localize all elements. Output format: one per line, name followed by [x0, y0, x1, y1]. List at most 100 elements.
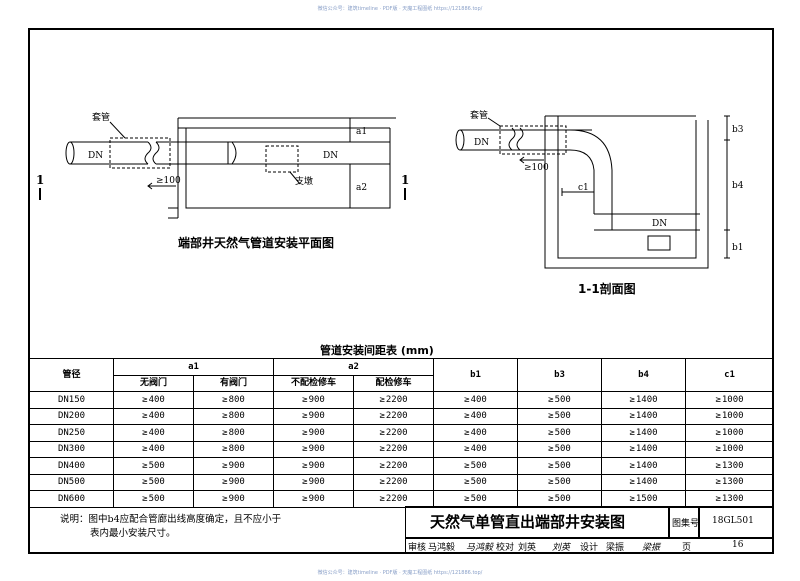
cell-value: 900: [273, 457, 354, 475]
plan-pipe-end: [65, 141, 75, 165]
table-title: 管道安装间距表 (mm): [320, 344, 434, 357]
notes-line2: 表内最小安装尺寸。: [90, 528, 176, 539]
header-a1: a1: [113, 358, 274, 376]
atlas-no-cell: [699, 506, 773, 538]
section-caption: 1-1剖面图: [578, 282, 636, 296]
header-a2-nocart: 不配检修车: [273, 374, 354, 392]
cell-value: 2200: [353, 391, 434, 409]
plan-dim-100-label: ≥100: [156, 176, 181, 186]
header-b1: b1: [433, 358, 518, 392]
cell-value: 1000: [685, 407, 774, 425]
cell-value: 400: [433, 440, 518, 458]
plan-leader-sleeve: [109, 121, 126, 139]
section-sleeve-label: 套管: [470, 109, 488, 121]
cell-value: 900: [193, 473, 274, 491]
cell-value: 900: [193, 457, 274, 475]
cell-pipe-size: DN400: [29, 457, 114, 475]
cell-value: 1000: [685, 440, 774, 458]
cell-pipe-size: DN200: [29, 407, 114, 425]
plan-valve: [227, 141, 237, 165]
cell-value: 800: [193, 391, 274, 409]
design-label: 设计: [580, 543, 599, 553]
plan-dn-left: DN: [88, 151, 103, 161]
plan-support: [265, 145, 299, 173]
section-dim-c1: [561, 188, 595, 196]
cell-value: 1300: [685, 473, 774, 491]
plan-break-mark: [144, 141, 160, 165]
cell-value: 2200: [353, 490, 434, 508]
cell-value: 500: [433, 473, 518, 491]
page-no: 16: [732, 540, 744, 550]
atlas-label: 图集号: [672, 519, 700, 529]
cell-pipe-size: DN600: [29, 490, 114, 508]
section-b4-label: b4: [732, 181, 744, 191]
design-name: 梁振: [606, 543, 625, 553]
cell-value: 1400: [601, 424, 686, 442]
title-block-title-cell: [405, 506, 669, 538]
review-name: 马鸿毅: [428, 543, 456, 553]
atlas-label-cell: [669, 506, 699, 538]
review-label: 审核: [408, 543, 427, 553]
notes-line1: 图中b4应配合管廊出线高度确定，且不应小于: [88, 514, 282, 525]
notes: 说明：图中b4应配合管廊出线高度确定，且不应小于 表内最小安装尺寸。: [60, 513, 281, 541]
plan-dim-a1: [347, 117, 353, 143]
table-row: DN300400800900220040050014001000: [29, 440, 774, 458]
cell-value: 900: [273, 391, 354, 409]
table-row: DN600500900900220050050015001300: [29, 490, 774, 508]
cell-value: 400: [433, 424, 518, 442]
atlas-no: 18GL501: [712, 516, 754, 526]
cell-pipe-size: DN250: [29, 424, 114, 442]
check-signature: 刘英: [552, 543, 571, 553]
plan-a2-label: a2: [356, 183, 367, 193]
watermark-top: 微信公众号：建筑timeline · PDF版 · 天魔工程图纸 https:/…: [317, 6, 483, 12]
table-row: DN400500900900220050050014001300: [29, 457, 774, 475]
plan-dim-a2: [347, 163, 353, 209]
cell-value: 500: [517, 490, 602, 508]
cell-pipe-size: DN150: [29, 391, 114, 409]
notes-prefix: 说明：: [60, 514, 89, 525]
table-row: DN150400800900220040050014001000: [29, 391, 774, 409]
plan-dn-right: DN: [323, 151, 338, 161]
cell-value: 900: [273, 440, 354, 458]
plan-dim-100: [147, 182, 176, 190]
section-support: [647, 235, 671, 251]
cell-value: 500: [517, 440, 602, 458]
table-row: DN200400800900220040050014001000: [29, 407, 774, 425]
cell-value: 900: [273, 424, 354, 442]
section-bend: [569, 129, 613, 214]
cell-value: 500: [517, 424, 602, 442]
check-name: 刘英: [518, 543, 537, 553]
section-b3-label: b3: [732, 125, 744, 135]
plan-section-mark-left: 1: [36, 173, 44, 187]
cell-value: 900: [273, 407, 354, 425]
cell-value: 800: [193, 407, 274, 425]
section-b1-label: b1: [732, 243, 744, 253]
header-c1: c1: [685, 358, 774, 392]
signature-row: [405, 538, 773, 554]
cell-value: 2200: [353, 457, 434, 475]
cell-value: 2200: [353, 440, 434, 458]
header-a2-cart: 配检修车: [353, 374, 434, 392]
header-a2: a2: [273, 358, 434, 376]
cell-value: 1300: [685, 490, 774, 508]
cell-value: 400: [113, 407, 194, 425]
cell-value: 1400: [601, 391, 686, 409]
cell-value: 2200: [353, 407, 434, 425]
plan-section-marks: [39, 188, 406, 200]
plan-leader-support: [289, 171, 301, 185]
cell-value: 500: [517, 473, 602, 491]
cell-value: 500: [113, 457, 194, 475]
section-dim-100: [519, 156, 544, 164]
design-signature: 梁振: [642, 543, 661, 553]
plan-sleeve-label: 套管: [92, 111, 110, 123]
cell-value: 900: [193, 490, 274, 508]
cell-value: 800: [193, 424, 274, 442]
cell-value: 1400: [601, 457, 686, 475]
header-a1-valve: 有阀门: [193, 374, 274, 392]
cell-value: 1300: [685, 457, 774, 475]
header-a1-novalve: 无阀门: [113, 374, 194, 392]
section-dn-right: DN: [652, 219, 667, 229]
cell-value: 1000: [685, 391, 774, 409]
plan-chamber: [177, 117, 396, 218]
